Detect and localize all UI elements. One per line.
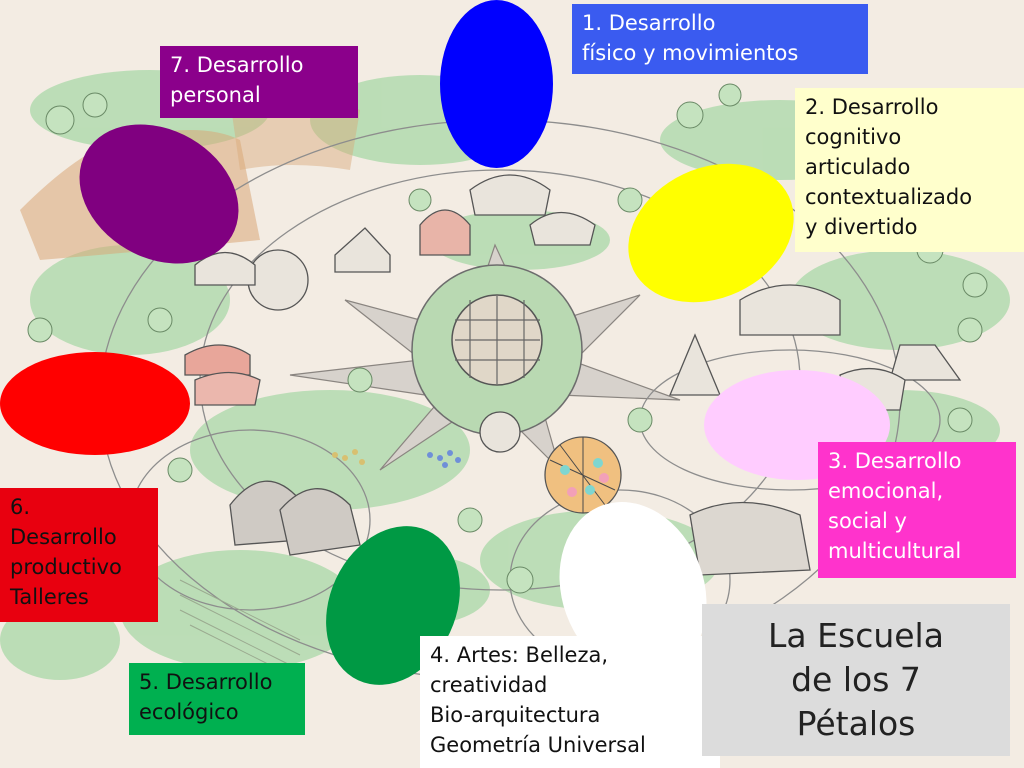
label-line: personal xyxy=(170,83,261,107)
label-line: productivo xyxy=(10,555,122,579)
label-line: 4. Artes: Belleza, xyxy=(430,643,609,667)
label-line: 2. Desarrollo xyxy=(805,95,939,119)
label-line: Talleres xyxy=(10,585,89,609)
petal-6-red xyxy=(0,352,190,455)
label-line: 7. Desarrollo xyxy=(170,53,304,77)
label-line: contextualizado xyxy=(805,185,973,209)
title-line: de los 7 xyxy=(791,660,921,699)
label-line: creatividad xyxy=(430,673,548,697)
petal-label-6: 6. Desarrollo productivo Talleres xyxy=(0,488,158,622)
petal-1-blue xyxy=(440,0,553,168)
petal-label-1: 1. Desarrollo físico y movimientos xyxy=(572,4,868,74)
label-line: multicultural xyxy=(828,539,962,563)
label-line: cognitivo xyxy=(805,125,902,149)
petal-label-7: 7. Desarrollo personal xyxy=(160,46,358,118)
label-line: 3. Desarrollo xyxy=(828,449,962,473)
label-line: social y xyxy=(828,509,907,533)
petal-label-4: 4. Artes: Belleza, creatividad Bio-arqui… xyxy=(420,636,720,768)
label-line: Geometría Universal xyxy=(430,733,646,757)
label-line: 5. Desarrollo xyxy=(139,670,273,694)
title-line: Pétalos xyxy=(796,704,916,743)
label-line: físico y movimientos xyxy=(582,41,799,65)
label-line: 6. xyxy=(10,495,31,519)
label-line: Bio-arquitectura xyxy=(430,703,601,727)
title-line: La Escuela xyxy=(768,616,944,655)
label-line: Desarrollo xyxy=(10,525,117,549)
title-box: La Escuela de los 7 Pétalos xyxy=(702,604,1010,756)
petal-label-3: 3. Desarrollo emocional, social y multic… xyxy=(818,442,1016,578)
petal-label-2: 2. Desarrollo cognitivo articulado conte… xyxy=(795,88,1024,252)
petal-label-5: 5. Desarrollo ecológico xyxy=(129,663,305,735)
label-line: 1. Desarrollo xyxy=(582,11,716,35)
label-line: emocional, xyxy=(828,479,944,503)
label-line: ecológico xyxy=(139,700,239,724)
label-line: articulado xyxy=(805,155,911,179)
label-line: y divertido xyxy=(805,215,918,239)
